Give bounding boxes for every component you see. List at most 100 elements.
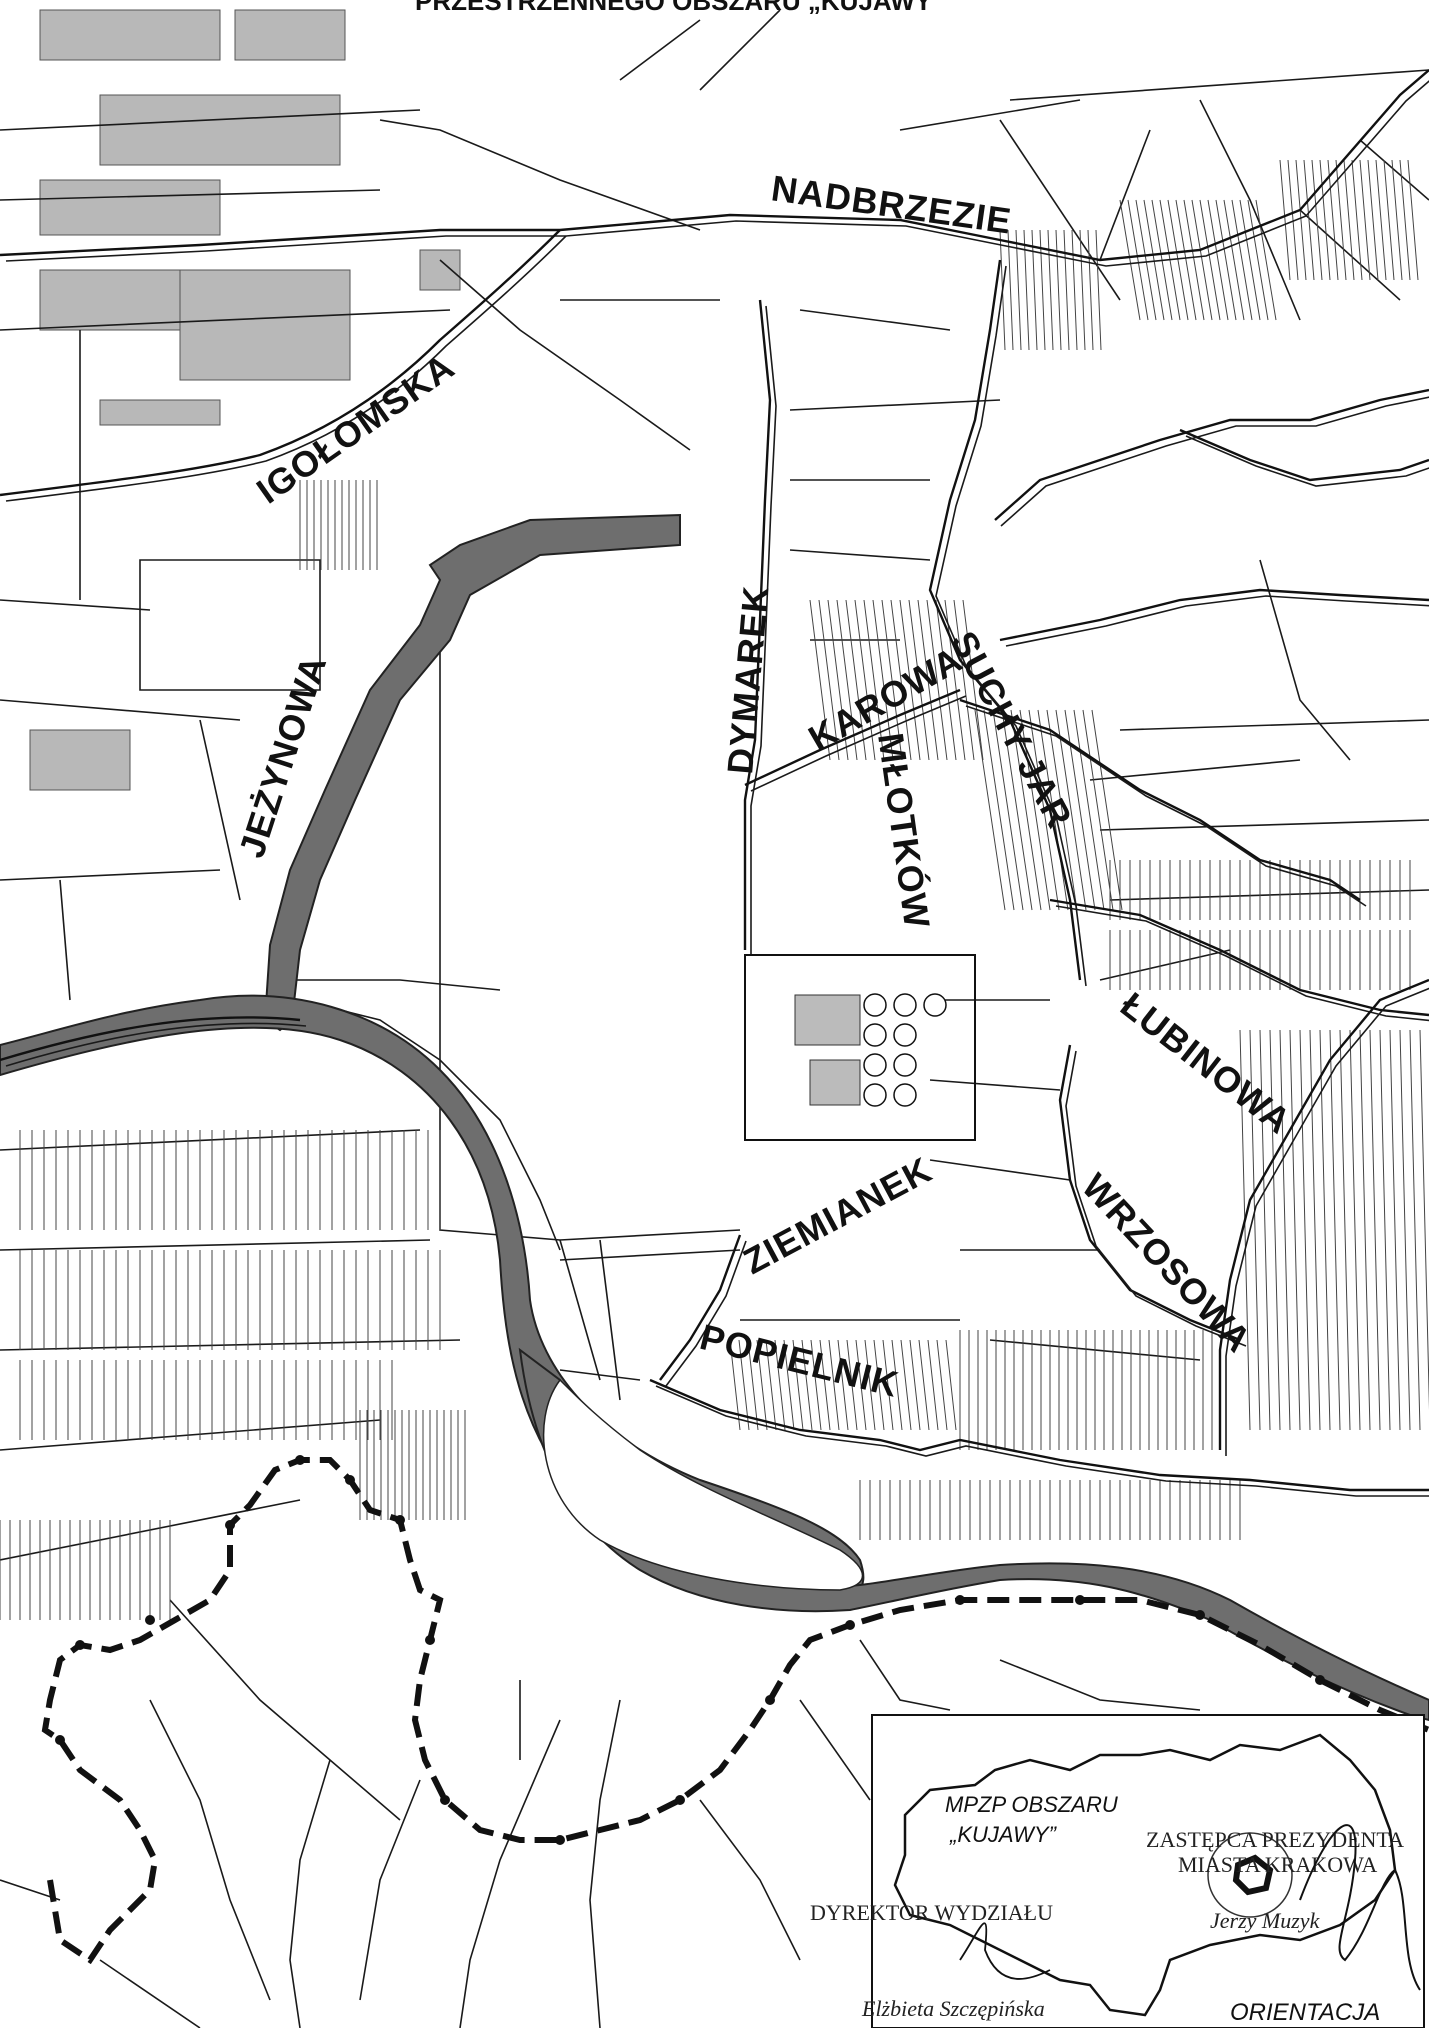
orientation-inset: MPZP OBSZARU „KUJAWY” ORIENTACJA [871,1714,1425,2028]
inset-title-line1: MPZP OBSZARU [945,1792,1118,1817]
road-line [999,588,1429,642]
road-edge [1065,1050,1247,1347]
parcel-line [699,1799,801,1961]
parcel-line [0,699,241,721]
parcel-line [619,19,701,81]
field-strips [1239,1029,1429,1431]
boundary-vertex [75,1640,85,1650]
parcel-line [0,109,421,131]
road-line [994,388,1429,521]
boundary-vertex [675,1795,685,1805]
parcel-line [559,1229,741,1241]
facility-tank [893,1053,917,1077]
parcel-line [929,1159,1071,1181]
parcel-line [359,1779,421,2001]
parcel-line [0,1339,461,1351]
facility-tank [863,993,887,1017]
deputy-name: Jerzy Muzyk [1210,1908,1321,1933]
facility-tank [863,1023,887,1047]
field-strips [359,1410,466,1520]
parcel-line [379,119,701,231]
director-signature [959,1922,1051,1980]
parcel-line [1299,209,1401,301]
field-strips [0,1520,171,1620]
road-edge [965,705,1367,907]
road-edge [1055,905,1429,1022]
road-line [649,1378,1429,1492]
boundary-vertex [440,1795,450,1805]
parcel-line [1359,139,1429,201]
road-edge [5,1022,307,1067]
parcel-line [439,259,691,451]
parcel-line [59,879,71,1001]
boundary-vertex [145,1615,155,1625]
parcel-line [799,1699,871,1801]
parcel-line [559,1369,641,1381]
facility [744,954,976,1141]
road-line [1179,428,1429,482]
director-title: DYREKTOR WYDZIAŁU [810,1900,1053,1925]
parcel-line [589,1699,621,2028]
parcel-line [149,1699,271,2001]
parcel-lines [0,9,1429,2028]
road-line [744,688,961,787]
boundary-vertex [395,1515,405,1525]
parcel-line [299,999,561,1251]
field-strips [809,599,984,761]
facility-tank [923,993,947,1017]
parcel-line [1099,129,1151,261]
parcel-line [899,99,1081,131]
boundary-vertex [955,1595,965,1605]
map-title: PRZESTRZENNEGO OBSZARU „KUJAWY” [415,0,945,16]
field-strips [19,1360,393,1440]
deputy-title-line2: MIASTA KRAKOWA [1178,1852,1377,1877]
road-line [1218,978,1429,1450]
inset-title-line2: „KUJAWY” [949,1822,1058,1847]
facility-tank [893,993,917,1017]
parcel-line [290,979,501,991]
facility-tank [893,1023,917,1047]
director-name: Elżbieta Szczępińska [861,1996,1045,2021]
plan-boundary [41,1455,1429,1965]
parcel-line [0,869,221,881]
facility-tank [893,1083,917,1107]
industrial-buildings [29,9,461,791]
facility-tank [863,1053,887,1077]
official-stamps: ZASTĘPCA PREZYDENTA MIASTA KRAKOWA Jerzy… [810,1824,1421,2021]
parcel-line [0,1129,421,1151]
deputy-signature [1299,1824,1421,1991]
field-strips [959,1330,1213,1450]
parcel-line [1259,559,1351,761]
parcel-line [859,1639,951,1711]
field-strips [859,1480,1241,1540]
parcel-line [139,559,321,691]
road-edge [1000,396,1429,527]
road-edge [655,1385,1429,1497]
road-line [928,259,1082,981]
parcel-line [599,1239,621,1401]
parcel-line [559,1239,601,1381]
parcel-line [559,1249,741,1261]
road-line [1058,1044,1241,1342]
parcel-line [459,1719,561,2028]
boundary-vertex [55,1735,65,1745]
parcel-line [199,719,241,901]
parcel-line [0,1419,381,1451]
parcel-line [99,1959,201,2028]
road-line [659,1234,742,1381]
parcel-line [0,309,451,331]
road-line [0,69,1429,262]
parcel-line [929,1079,1061,1091]
boundary-vertex [295,1455,305,1465]
parcel-line [169,1599,401,1821]
road-edge [1185,435,1429,487]
road-edge [1225,987,1429,1456]
road-edge [935,265,1087,987]
road-edge [750,305,777,956]
road-edge [750,695,967,792]
parcel-line [799,309,951,331]
facility-tank [863,1083,887,1107]
road-edge [665,1240,747,1387]
parcel-line [789,399,1001,411]
